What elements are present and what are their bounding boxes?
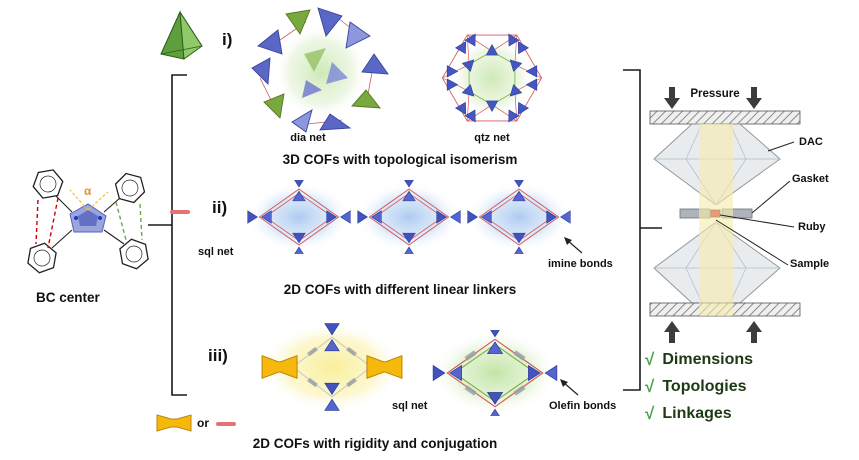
olefin-arrow-icon [559,378,579,396]
sql-motif-1 [246,180,352,254]
sql-motif-2 [356,180,462,254]
check-linkages-label: Linkages [662,404,732,422]
row-ii-label: ii) [212,198,228,217]
pressure-down-arrow-icon [664,87,680,109]
imine-arrow-icon [563,236,583,254]
dac-label: DAC [799,136,823,148]
row-iii-label: iii) [208,346,228,365]
row-ii-caption: 2D COFs with different linear linkers [283,282,517,297]
olefin-bonds-label: Olefin bonds [549,400,617,412]
checkmark-icon: √ [645,403,655,423]
pressure-up-arrow-icon [746,321,762,343]
sql-net-label-iii: sql net [392,400,428,412]
row-i-label: i) [222,30,233,49]
results-list: √ Dimensions √ Topologies √ Linkages [645,346,753,427]
gasket-label: Gasket [792,173,829,185]
sample-label: Sample [790,258,830,270]
linker-dash-icon-2 [216,422,236,426]
pressure-label: Pressure [690,88,740,100]
tetrahedron-icon [160,10,203,60]
dia-net-label: dia net [290,132,326,144]
or-label: or [197,416,209,430]
qtz-net-graphic [441,30,543,126]
dia-net-graphic [251,7,389,133]
check-row-dimensions: √ Dimensions [645,346,753,373]
pointer-lines [715,141,795,266]
checkmark-icon: √ [645,349,655,369]
yellow-linker-icon [156,414,192,432]
sql-motif-3 [466,180,572,254]
check-dimensions-label: Dimensions [662,350,754,368]
top-plate [649,110,801,125]
row-i-caption: 3D COFs with topological isomerism [282,152,518,167]
check-row-linkages: √ Linkages [645,400,753,427]
row-iii-caption: 2D COFs with rigidity and conjugation [252,436,498,451]
linker-dash-icon [170,210,190,214]
left-bracket [148,74,187,396]
ruby-label: Ruby [798,221,826,233]
bc-center-label: BC center [36,290,100,305]
check-topologies-label: Topologies [662,377,747,395]
sql-net-label-ii: sql net [198,246,234,258]
green-motif-graphic [426,330,564,416]
bc-center-molecule [25,164,151,276]
yellow-motif-graphic [260,320,404,414]
dac-graphic [649,87,801,343]
pressure-down-arrow-icon [746,87,762,109]
check-row-topologies: √ Topologies [645,373,753,400]
pressure-up-arrow-icon [664,321,680,343]
qtz-net-label: qtz net [474,132,510,144]
checkmark-icon: √ [645,376,655,396]
alpha-angle-label: α [84,184,92,198]
imine-bonds-label: imine bonds [548,258,613,270]
right-bracket [623,69,662,391]
